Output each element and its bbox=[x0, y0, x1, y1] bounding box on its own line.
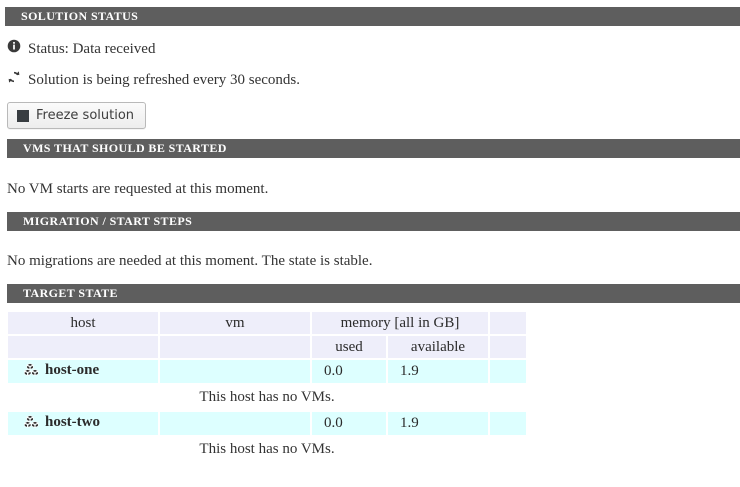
host-name-label: host-one bbox=[45, 362, 100, 378]
migration-steps-message: No migrations are needed at this moment.… bbox=[7, 253, 373, 269]
section-header-migration-steps: MIGRATION / START STEPS bbox=[7, 212, 740, 231]
host-name-label: host-two bbox=[45, 414, 100, 430]
status-line: Status: Data received bbox=[7, 39, 155, 58]
column-header-memory: memory [all in GB] bbox=[312, 312, 488, 334]
table-header-row-secondary: used available bbox=[8, 336, 526, 358]
column-header-vm: vm bbox=[160, 312, 310, 334]
host-no-vms-note: This host has no VMs. bbox=[8, 437, 526, 462]
extra-cell bbox=[490, 412, 526, 435]
table-header-row-primary: host vm memory [all in GB] bbox=[8, 312, 526, 334]
info-circle-icon bbox=[7, 39, 21, 57]
refresh-line: Solution is being refreshed every 30 sec… bbox=[7, 70, 300, 89]
section-header-solution-status: SOLUTION STATUS bbox=[5, 7, 740, 26]
vm-cell bbox=[160, 412, 310, 435]
refresh-icon bbox=[7, 70, 21, 88]
table-row[interactable]: host-two 0.0 1.9 bbox=[8, 412, 526, 435]
host-name-cell: host-two bbox=[8, 412, 158, 435]
column-subheader-vm-blank bbox=[160, 336, 310, 358]
column-header-extra bbox=[490, 312, 526, 334]
host-cubes-icon bbox=[24, 415, 39, 433]
table-note-row: This host has no VMs. bbox=[8, 437, 526, 462]
memory-used-cell: 0.0 bbox=[312, 360, 386, 383]
host-name-cell: host-one bbox=[8, 360, 158, 383]
stop-square-icon bbox=[17, 109, 29, 122]
column-header-host: host bbox=[8, 312, 158, 334]
status-text: Status: Data received bbox=[28, 41, 156, 57]
memory-used-cell: 0.0 bbox=[312, 412, 386, 435]
memory-available-cell: 1.9 bbox=[388, 412, 488, 435]
target-state-table: host vm memory [all in GB] used availabl… bbox=[6, 310, 528, 464]
freeze-solution-label: Freeze solution bbox=[36, 108, 135, 123]
refresh-text: Solution is being refreshed every 30 sec… bbox=[28, 72, 301, 88]
section-header-target-state: TARGET STATE bbox=[7, 284, 740, 303]
host-no-vms-note: This host has no VMs. bbox=[8, 385, 526, 410]
table-row[interactable]: host-one 0.0 1.9 bbox=[8, 360, 526, 383]
column-subheader-used: used bbox=[312, 336, 386, 358]
column-subheader-available: available bbox=[388, 336, 488, 358]
column-subheader-extra-blank bbox=[490, 336, 526, 358]
column-subheader-host-blank bbox=[8, 336, 158, 358]
extra-cell bbox=[490, 360, 526, 383]
section-header-vms-to-start: VMS THAT SHOULD BE STARTED bbox=[7, 139, 740, 158]
memory-available-cell: 1.9 bbox=[388, 360, 488, 383]
host-cubes-icon bbox=[24, 363, 39, 381]
vms-to-start-message: No VM starts are requested at this momen… bbox=[7, 181, 269, 197]
freeze-solution-button[interactable]: Freeze solution bbox=[7, 102, 147, 129]
table-note-row: This host has no VMs. bbox=[8, 385, 526, 410]
vm-cell bbox=[160, 360, 310, 383]
